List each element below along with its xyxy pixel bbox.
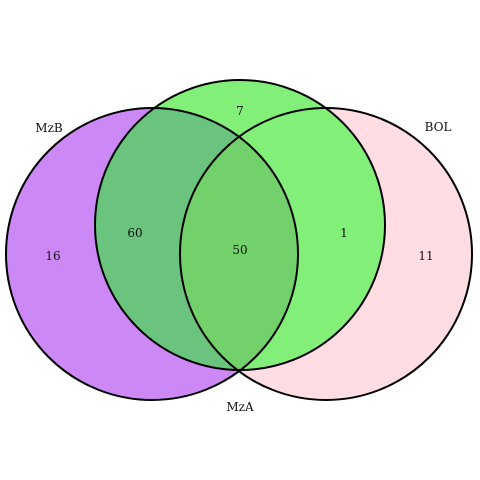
set-label-mza: MzA: [226, 400, 254, 414]
set-label-bol: BOL: [425, 120, 452, 134]
count-mzb-only: 16: [45, 249, 60, 263]
count-mza-bol: 1: [340, 226, 348, 240]
count-mzb-mza: 60: [127, 226, 142, 240]
set-mza-outline: [94, 79, 386, 371]
count-bol-only: 11: [418, 249, 433, 263]
count-mza-only: 7: [236, 104, 244, 118]
set-label-mzb: MzB: [35, 121, 63, 135]
region-all-three-fill: [180, 108, 298, 370]
set-mzb-outline: [5, 107, 299, 401]
count-all-three: 50: [232, 243, 247, 257]
